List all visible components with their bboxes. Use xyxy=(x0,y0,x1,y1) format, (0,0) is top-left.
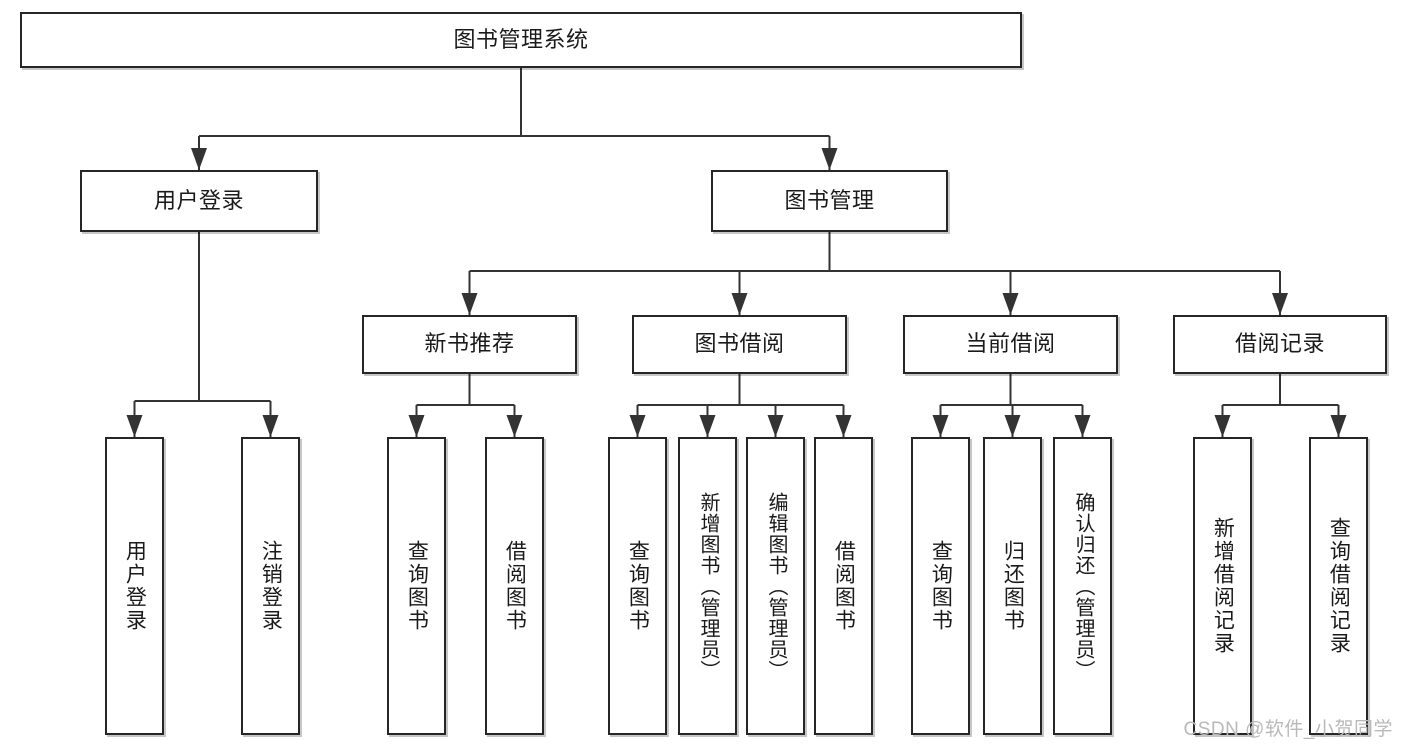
arrowhead-icon xyxy=(1002,293,1019,315)
node-leaf_add_record[interactable]: 新增借阅记录 xyxy=(1193,437,1252,735)
node-book_manage[interactable]: 图书管理 xyxy=(711,170,948,232)
node-label: 用户登录 xyxy=(153,187,244,213)
arrowhead-icon xyxy=(126,415,143,437)
node-label: 注销登录 xyxy=(259,540,283,632)
arrowhead-icon xyxy=(932,415,949,437)
node-borrow_record[interactable]: 借阅记录 xyxy=(1173,315,1387,374)
node-label: 确认归还（管理员） xyxy=(1072,491,1094,681)
arrowhead-icon xyxy=(1330,415,1347,437)
arrowhead-icon xyxy=(699,415,716,437)
node-label: 编辑图书（管理员） xyxy=(765,491,787,681)
arrowhead-icon xyxy=(506,415,523,437)
node-leaf_borrow_book_2[interactable]: 借阅图书 xyxy=(814,437,873,735)
node-label: 图书借阅 xyxy=(694,331,785,357)
arrowhead-icon xyxy=(408,415,425,437)
node-label: 查询图书 xyxy=(626,540,650,632)
arrowhead-icon xyxy=(835,415,852,437)
node-leaf_logout[interactable]: 注销登录 xyxy=(241,437,300,735)
node-label: 借阅图书 xyxy=(832,540,856,632)
node-leaf_edit_book[interactable]: 编辑图书（管理员） xyxy=(746,437,805,735)
node-label: 新增借阅记录 xyxy=(1211,517,1235,655)
node-leaf_return_book[interactable]: 归还图书 xyxy=(983,437,1042,735)
node-label: 新书推荐 xyxy=(424,331,515,357)
node-label: 当前借阅 xyxy=(965,331,1056,357)
node-label: 查询借阅记录 xyxy=(1327,517,1351,655)
node-label: 归还图书 xyxy=(1001,540,1025,632)
node-user_login[interactable]: 用户登录 xyxy=(80,170,318,232)
arrowhead-icon xyxy=(731,293,748,315)
arrowhead-icon xyxy=(1272,293,1288,315)
node-leaf_query_book_2[interactable]: 查询图书 xyxy=(608,437,667,735)
arrowhead-icon xyxy=(1004,415,1021,437)
arrowhead-icon xyxy=(767,415,784,437)
node-leaf_query_book_1[interactable]: 查询图书 xyxy=(387,437,446,735)
arrowhead-icon xyxy=(191,148,207,170)
node-label: 查询图书 xyxy=(405,540,429,632)
node-root[interactable]: 图书管理系统 xyxy=(20,12,1022,68)
arrowhead-icon xyxy=(262,415,279,437)
node-leaf_borrow_book_1[interactable]: 借阅图书 xyxy=(485,437,544,735)
node-leaf_user_login[interactable]: 用户登录 xyxy=(105,437,164,735)
node-label: 查询图书 xyxy=(929,540,953,632)
node-label: 图书管理系统 xyxy=(453,26,589,52)
node-leaf_confirm_return[interactable]: 确认归还（管理员） xyxy=(1053,437,1112,735)
node-book_borrow[interactable]: 图书借阅 xyxy=(632,315,847,374)
arrowhead-icon xyxy=(821,148,838,170)
node-leaf_query_record[interactable]: 查询借阅记录 xyxy=(1309,437,1368,735)
node-new_book_rec[interactable]: 新书推荐 xyxy=(362,315,577,374)
node-label: 用户登录 xyxy=(123,540,147,632)
arrowhead-icon xyxy=(1214,415,1231,437)
node-label: 图书管理 xyxy=(784,187,875,213)
arrowhead-icon xyxy=(1074,415,1091,437)
node-label: 借阅图书 xyxy=(503,540,527,632)
node-leaf_query_book_3[interactable]: 查询图书 xyxy=(911,437,970,735)
node-current_borrow[interactable]: 当前借阅 xyxy=(903,315,1118,374)
arrowhead-icon xyxy=(629,415,646,437)
node-label: 借阅记录 xyxy=(1234,331,1325,357)
arrowhead-icon xyxy=(461,293,478,315)
node-leaf_add_book[interactable]: 新增图书（管理员） xyxy=(678,437,737,735)
node-label: 新增图书（管理员） xyxy=(697,491,719,681)
